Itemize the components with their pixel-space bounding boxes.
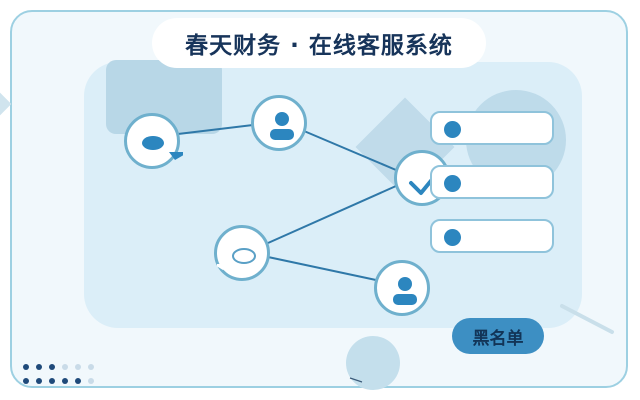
list-item[interactable] — [430, 165, 554, 199]
chat-bubble-outline-icon — [217, 248, 256, 270]
connector-line — [303, 130, 397, 171]
list-item[interactable] — [430, 219, 554, 253]
decor-dots — [23, 364, 94, 384]
connector-line — [267, 256, 377, 281]
connector-line — [177, 124, 254, 135]
blacklist-button[interactable]: 黑名单 — [452, 318, 544, 354]
chat-node[interactable] — [124, 113, 183, 169]
dot-icon — [444, 175, 461, 192]
chat-bubble-icon — [142, 136, 183, 160]
dot-icon — [444, 229, 461, 246]
decor-circle-bottom — [346, 336, 400, 390]
decor-stroke — [560, 304, 614, 334]
dot-icon — [444, 121, 461, 138]
customer-node[interactable] — [374, 260, 430, 316]
connector-line — [267, 185, 397, 244]
agent-node[interactable] — [251, 95, 307, 151]
user-icon — [393, 277, 417, 305]
user-icon — [270, 112, 294, 140]
decor-stroke — [349, 377, 363, 383]
chat-node-outline[interactable] — [214, 225, 270, 281]
page-title: 春天财务 · 在线客服系统 — [152, 18, 486, 68]
list-item[interactable] — [430, 111, 554, 145]
